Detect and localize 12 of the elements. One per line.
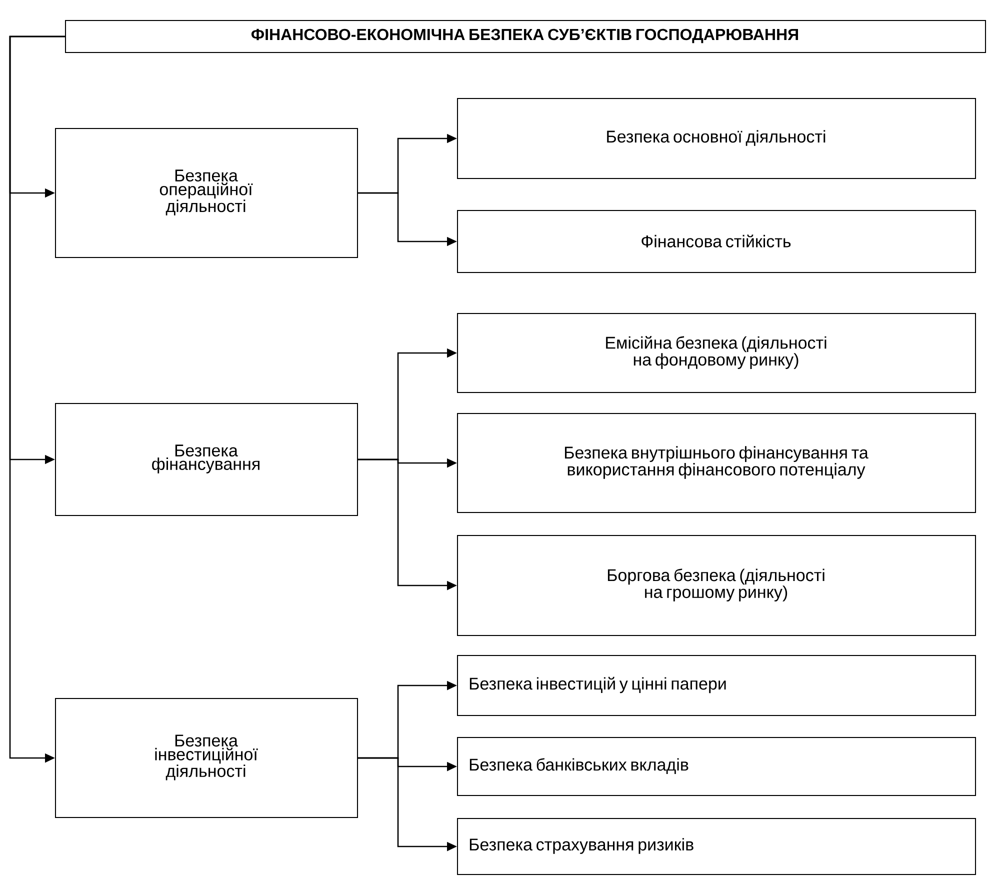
category-box: Безпека операційної діяльності: [55, 128, 358, 258]
title-box: ФІНАНСОВО-ЕКОНОМІЧНА БЕЗПЕКА СУБ’ЄКТІВ ГОСПОДАРЮВАННЯ: [65, 20, 986, 53]
item-box: Емісійна безпека (діяльності на фондовому ринку): [457, 313, 976, 393]
category-box: Безпека інвестиційної діяльності: [55, 698, 358, 818]
item-box: Безпека інвестицій у цінні папери: [457, 655, 976, 716]
item-box: Безпека внутрішнього фінансування та використання фінансового потенціалу: [457, 413, 976, 513]
item-box: Фінансова стійкість: [457, 210, 976, 273]
item-box: Безпека страхування ризиків: [457, 818, 976, 875]
item-box: Боргова безпека (діяльності на грошому ринку): [457, 535, 976, 636]
item-box: Безпека банківських вкладів: [457, 737, 976, 796]
category-box: Безпека фінансування: [55, 403, 358, 516]
item-box: Безпека основної діяльності: [457, 98, 976, 179]
